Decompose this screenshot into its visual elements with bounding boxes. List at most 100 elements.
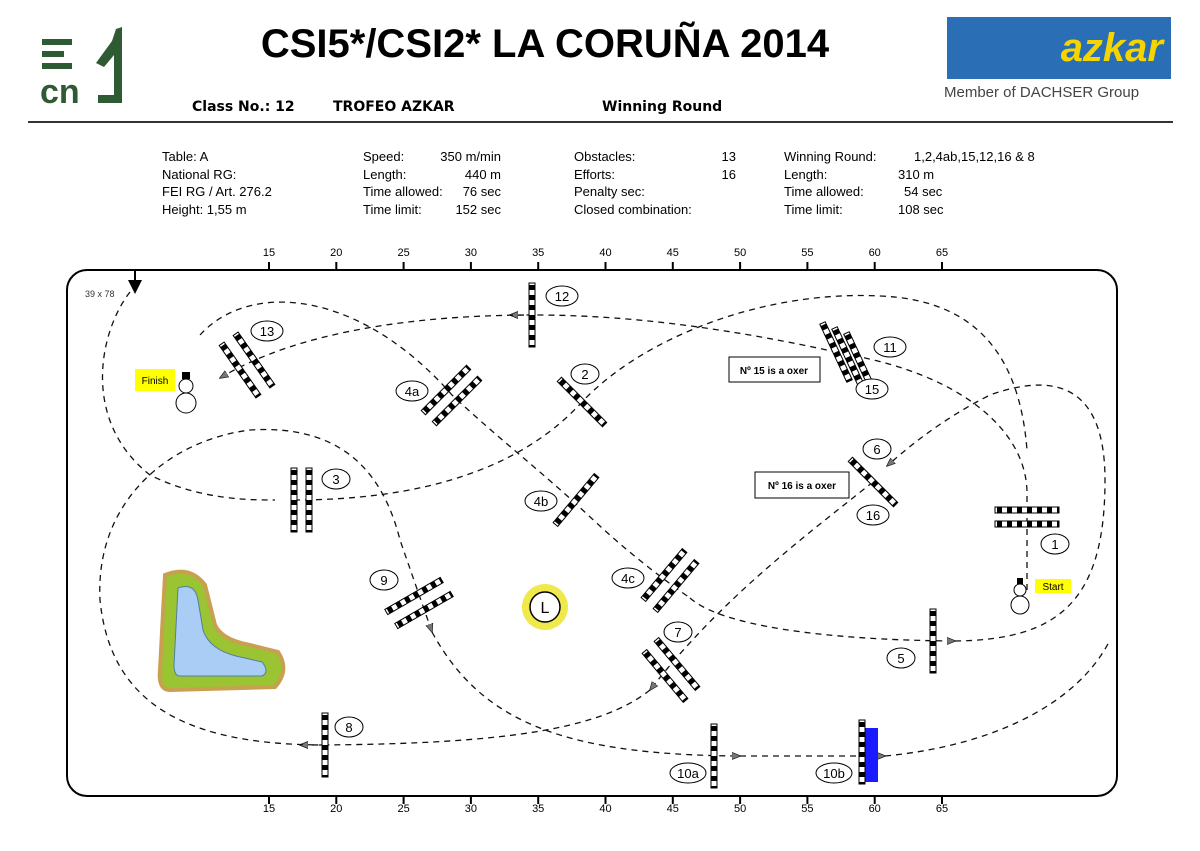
obstacle-number-11: 11 [883, 340, 897, 355]
obstacle-number-4b: 4b [534, 494, 548, 509]
obstacle-number-2: 2 [581, 367, 588, 382]
axis-tick-label-bottom: 60 [869, 803, 881, 815]
obstacle-number-oval [395, 380, 429, 402]
start-label: Start [1042, 582, 1063, 593]
fence-1 [994, 506, 1060, 528]
obstacle-number-13: 13 [260, 324, 274, 339]
info-fei-rg: FEI RG / Art. 276.2 [162, 184, 272, 199]
finish-badge [135, 369, 175, 391]
fence-6-16 [847, 456, 899, 508]
obstacle-number-15: 15 [865, 382, 879, 397]
info-key: Obstacles: [574, 149, 636, 164]
obstacle-number-oval [886, 647, 916, 669]
axis-ticks: 1515202025253030353540404545505055556060… [263, 247, 948, 815]
axis-tick-label-top: 15 [263, 247, 275, 259]
obstacle-number-oval [815, 762, 853, 784]
obstacle-number-4c: 4c [621, 571, 635, 586]
obstacle-number-1: 1 [1051, 537, 1058, 552]
class-number: Class No.: 12 [192, 99, 295, 115]
arena-border [66, 269, 1118, 797]
azkar-logo-text: azkar [1060, 25, 1163, 70]
obstacle-number-oval [873, 336, 907, 358]
axis-tick-label-top: 20 [330, 247, 342, 259]
obstacle-number-3: 3 [332, 472, 339, 487]
round-name: Winning Round [602, 99, 723, 115]
info-col-3: Obstacles:13 Efforts:16 Penalty sec: Clo… [574, 148, 736, 218]
info-national-rg: National RG: [162, 166, 237, 182]
obstacle-number-oval [856, 504, 890, 526]
obstacle-number-oval [369, 569, 399, 591]
axis-tick-label-top: 35 [532, 247, 544, 259]
finish-label: Finish [142, 376, 169, 387]
liverpool-marker [529, 591, 561, 623]
fence-4c [640, 548, 700, 613]
obstacle-number-oval [570, 363, 600, 385]
obstacle-number-oval [611, 567, 645, 589]
fence-3 [290, 467, 313, 533]
fence-8 [321, 712, 329, 778]
azkar-tagline: Member of DACHSER Group [944, 84, 1140, 101]
fence-4a [420, 364, 483, 427]
page-title: CSI5*/CSI2* LA CORUÑA 2014 [260, 22, 830, 66]
info-col-4: Winning Round: 1,2,4ab,15,12,16 & 8 Lengt… [784, 148, 1054, 218]
info-value: 13 [721, 149, 736, 164]
axis-tick-label-bottom: 35 [532, 803, 544, 815]
obstacle-number-10b: 10b [823, 766, 845, 781]
header-divider [28, 121, 1173, 123]
info-key: Speed: [363, 149, 405, 164]
info-value: 1,2,4ab,15,12,16 & 8 [914, 149, 1035, 164]
obstacle-number-oval [545, 285, 579, 307]
svg-text:cn: cn [40, 73, 80, 107]
info-value: 76 sec [462, 184, 501, 199]
info-col-1: Table: A National RG: FEI RG / Art. 276.… [162, 148, 342, 218]
info-key: Time limit: [363, 201, 422, 217]
obstacle-number-10a: 10a [677, 766, 699, 781]
axis-tick-label-top: 30 [465, 247, 477, 259]
info-height: Height: 1,55 m [162, 201, 247, 217]
obstacle-number-oval [1040, 533, 1070, 555]
obstacle-number-8: 8 [345, 720, 352, 735]
info-key: Time allowed: [363, 184, 443, 199]
axis-tick-label-bottom: 45 [667, 803, 679, 815]
info-key: Winning Round: [784, 149, 877, 164]
info-value: 152 sec [455, 201, 501, 217]
start-badge [1035, 579, 1071, 593]
info-value: 16 [721, 166, 736, 182]
arena-size: 39 x 78 [85, 289, 115, 299]
axis-tick-label-bottom: 50 [734, 803, 746, 815]
axis-tick-label-top: 40 [599, 247, 611, 259]
info-key: Time allowed: [784, 184, 864, 199]
axis-tick-label-top: 45 [667, 247, 679, 259]
info-value: 350 m/min [440, 149, 501, 164]
fence-5 [929, 608, 937, 674]
cn-logo: cn [38, 27, 128, 111]
obstacle-number-oval [862, 438, 892, 460]
info-key: Length: [784, 166, 828, 182]
note-16: Nº 16 is a oxer [768, 481, 836, 492]
axis-tick-label-bottom: 15 [263, 803, 275, 815]
axis-tick-label-top: 55 [801, 247, 813, 259]
fence-10a [710, 723, 718, 789]
class-name: TROFEO AZKAR [333, 99, 455, 115]
note-15-box [728, 356, 821, 383]
snowman-start-icon [1010, 578, 1030, 615]
obstacle-number-oval [663, 621, 693, 643]
fence-10b [858, 719, 878, 785]
axis-tick-label-bottom: 25 [397, 803, 409, 815]
info-value: 310 m [898, 166, 935, 182]
note-16-box [754, 471, 850, 499]
fence-12 [528, 282, 536, 348]
axis-tick-label-top: 65 [936, 247, 948, 259]
snowman-finish-icon [175, 372, 197, 414]
info-value: 54 sec [904, 184, 943, 199]
liverpool-label: L [541, 600, 550, 617]
axis-tick-label-bottom: 55 [801, 803, 813, 815]
obstacle-number-4a: 4a [405, 384, 420, 399]
axis-tick-label-bottom: 30 [465, 803, 477, 815]
info-col-2: Speed:350 m/min Length:440 m Time allowe… [363, 148, 501, 218]
note-15: Nº 15 is a oxer [740, 366, 808, 377]
axis-tick-label-bottom: 65 [936, 803, 948, 815]
axis-tick-label-top: 50 [734, 247, 746, 259]
obstacle-number-oval [669, 762, 707, 784]
